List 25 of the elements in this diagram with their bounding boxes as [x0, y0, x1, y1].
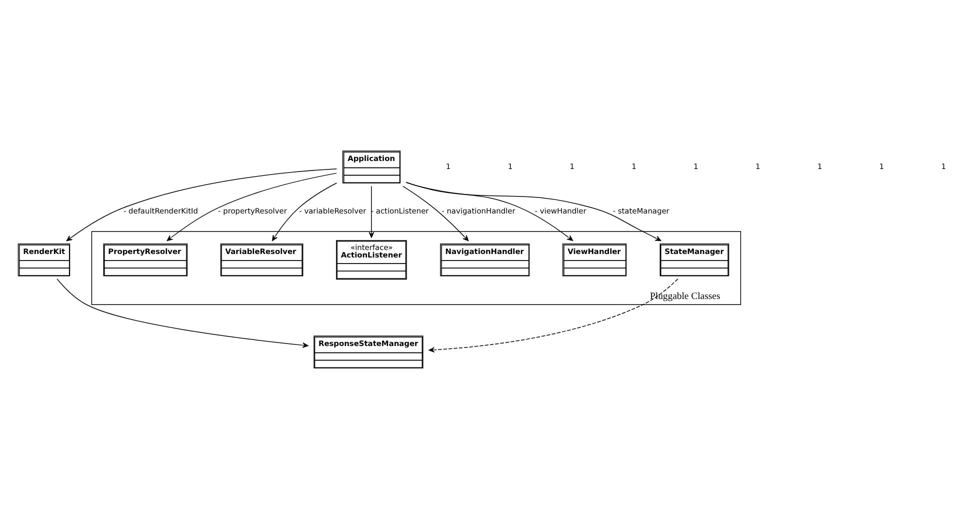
edge-label: - viewHandler [534, 206, 586, 216]
edge-label: - navigationHandler [442, 206, 516, 216]
edge-label: - defaultRenderKitId [123, 206, 198, 216]
edge-label: - propertyResolver [218, 206, 287, 216]
arrow [406, 182, 574, 241]
arrow [368, 186, 374, 238]
label: 1 [755, 162, 760, 171]
arrow [406, 182, 662, 242]
arrow [402, 186, 469, 242]
label: 1 [941, 162, 946, 171]
edge-label: - variableResolver [299, 206, 366, 216]
arrow [66, 168, 338, 242]
arrow [166, 172, 337, 242]
label: 1 [694, 162, 698, 171]
arrow [272, 182, 338, 242]
label: 1 [570, 162, 574, 171]
label: 1 [446, 162, 451, 171]
label: 1 [632, 162, 636, 171]
edge-label: - stateManager [612, 206, 670, 216]
label: 1 [879, 162, 884, 171]
label: 1 [817, 162, 822, 171]
edge-label: - actionListener [370, 206, 429, 216]
label: 1 [508, 162, 513, 171]
arrow [428, 278, 678, 353]
arrow [56, 278, 308, 348]
